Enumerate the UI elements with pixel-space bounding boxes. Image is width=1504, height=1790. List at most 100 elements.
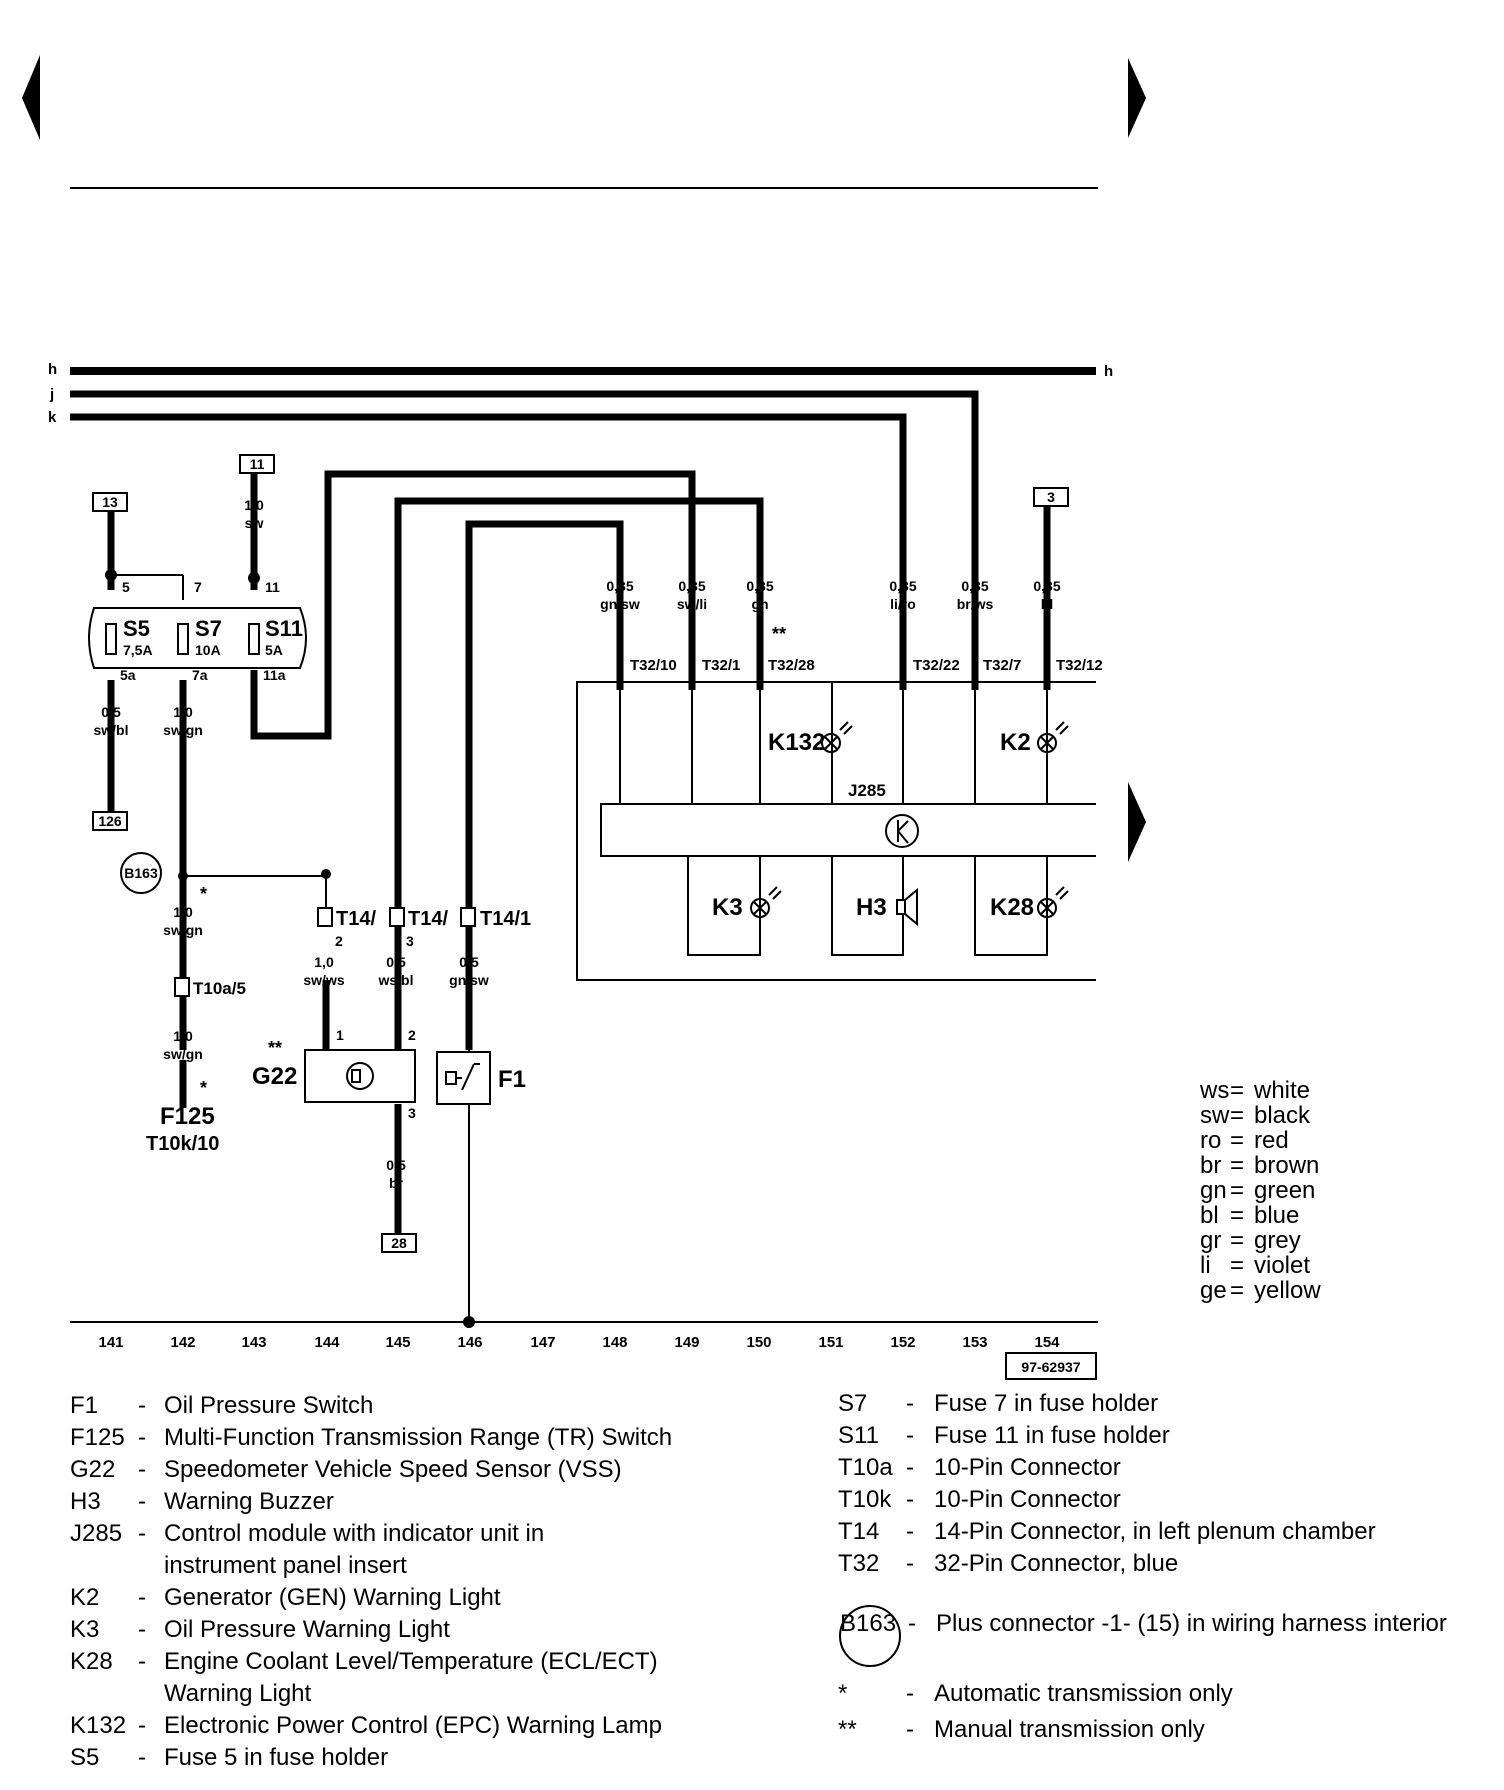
legend-dash: - — [906, 1680, 914, 1707]
equals-sign: = — [1230, 1102, 1245, 1129]
legend-dash: - — [906, 1550, 914, 1577]
legend-dash: - — [906, 1486, 914, 1513]
color-name: red — [1254, 1127, 1289, 1154]
legend-desc: Oil Pressure Warning Light — [164, 1616, 450, 1643]
t14-1-wire-color: gn/sw — [449, 972, 489, 988]
j285-pin-2: T32/1 — [702, 657, 740, 674]
fuse-s5-pin-out: 5a — [120, 667, 136, 683]
t10a-label: T10a/5 — [193, 979, 246, 998]
legend-code: G22 — [70, 1456, 116, 1483]
j285-wire-4-color: li/ro — [890, 596, 916, 612]
legend-desc: 10-Pin Connector — [934, 1454, 1121, 1481]
j285-wire-4-size: 0,35 — [889, 578, 916, 594]
legend-row: S7-Fuse 7 in fuse holder — [838, 1388, 1447, 1420]
bus-lines — [70, 367, 1096, 690]
j285-wire-1-size: 0,35 — [606, 578, 633, 594]
k132-lamp-icon — [821, 721, 853, 753]
terminal-13-label: 13 — [102, 494, 118, 510]
f125-label: F125 — [160, 1103, 215, 1130]
k3-label: K3 — [712, 894, 743, 921]
color-code-row: gr=grey — [1200, 1228, 1321, 1253]
figure-id: 97-62937 — [1021, 1359, 1080, 1375]
component-legend-right: S7-Fuse 7 in fuse holder S11-Fuse 11 in … — [838, 1388, 1447, 1746]
j285-wire-2-color: sw/li — [677, 596, 707, 612]
terminal-3-label: 3 — [1047, 489, 1055, 505]
legend-code — [70, 1678, 138, 1710]
j285-wire-6-size: 0,35 — [1033, 578, 1060, 594]
next-page-arrow-icon[interactable] — [1128, 58, 1146, 138]
k2-label: K2 — [1000, 729, 1031, 756]
legend-dash: - — [906, 1518, 914, 1545]
legend-code: T10k — [838, 1486, 892, 1513]
t14-2-pin: 2 — [335, 933, 343, 949]
legend-dash: - — [138, 1648, 146, 1675]
legend-row: F1-Oil Pressure Switch — [70, 1390, 672, 1422]
wire-b163-size: 1,0 — [173, 904, 193, 920]
b163-auto-marker: * — [200, 884, 207, 904]
track-154: 154 — [1034, 1334, 1060, 1351]
legend-row: J285-Control module with indicator unit … — [70, 1518, 672, 1550]
previous-page-arrow-icon[interactable] — [22, 55, 40, 140]
legend-code: T32 — [838, 1550, 880, 1577]
legend-row: K132-Electronic Power Control (EPC) Warn… — [70, 1710, 672, 1742]
legend-row-dstar: **-Manual transmission only — [838, 1714, 1447, 1746]
figure-id-box — [1005, 1352, 1097, 1380]
legend-b163-icon — [839, 1605, 901, 1667]
color-code-row: gn=green — [1200, 1178, 1321, 1203]
fuse-s5-rating: 7,5A — [123, 642, 153, 658]
legend-code: K2 — [70, 1584, 100, 1611]
legend-dash: - — [138, 1744, 146, 1771]
track-143: 143 — [241, 1334, 266, 1351]
k28-label: K28 — [990, 894, 1034, 921]
t14-2-wire-color: sw/ws — [303, 972, 344, 988]
track-149: 149 — [674, 1334, 699, 1351]
f1-switch — [436, 1051, 491, 1105]
k3-lamp-icon — [750, 886, 782, 918]
fuse-s5-name: S5 — [123, 616, 150, 641]
legend-row-b163: B163-Plus connector -1- (15) in wiring h… — [838, 1608, 1447, 1640]
color-abbr: sw — [1200, 1102, 1230, 1129]
j285-pin-4: T32/22 — [913, 657, 960, 674]
legend-code: K3 — [70, 1616, 100, 1643]
b163-connector-icon — [120, 852, 162, 894]
j285-module — [576, 681, 1096, 981]
legend-code: S5 — [70, 1744, 100, 1771]
j285-pin-3: T32/28 — [768, 657, 815, 674]
fuse-holder — [88, 607, 307, 669]
j285-wire-3-color: gn — [751, 596, 768, 612]
transistor-icon — [885, 814, 919, 848]
color-code-key: ws=white sw=black ro=red br=brown gn=gre… — [1200, 1078, 1321, 1303]
legend-code: T10a — [838, 1454, 893, 1481]
color-name: brown — [1254, 1152, 1320, 1179]
fuse-s11-pin-in: 11 — [265, 579, 280, 595]
j285-pin-6: T32/12 — [1056, 657, 1103, 674]
track-148: 148 — [602, 1334, 627, 1351]
h3-label: H3 — [856, 894, 887, 921]
continue-arrow-icon[interactable] — [1128, 782, 1146, 862]
legend-code: * — [838, 1680, 848, 1707]
j285-label: J285 — [848, 781, 886, 800]
color-abbr: gr — [1200, 1227, 1222, 1254]
k132-manual-marker: ** — [772, 624, 786, 644]
legend-row: F125-Multi-Function Transmission Range (… — [70, 1422, 672, 1454]
fuse-s11-rating: 5A — [265, 642, 283, 658]
track-151: 151 — [818, 1334, 843, 1351]
legend-row: K28-Engine Coolant Level/Temperature (EC… — [70, 1646, 672, 1678]
t10k-label: T10k/10 — [146, 1133, 219, 1155]
legend-row: T10a-10-Pin Connector — [838, 1452, 1447, 1484]
legend-desc: Multi-Function Transmission Range (TR) S… — [164, 1424, 673, 1451]
legend-row: K3-Oil Pressure Warning Light — [70, 1614, 672, 1646]
color-name: violet — [1254, 1252, 1311, 1279]
terminal-126 — [92, 811, 128, 831]
legend-dash: - — [138, 1392, 146, 1419]
color-abbr: ro — [1200, 1127, 1222, 1154]
track-144: 144 — [314, 1334, 340, 1351]
equals-sign: = — [1230, 1152, 1245, 1179]
legend-row: Warning Light — [70, 1678, 672, 1710]
legend-desc: Generator (GEN) Warning Light — [164, 1584, 501, 1611]
junction-dots — [105, 569, 475, 1328]
k2-lamp-icon — [1037, 721, 1069, 753]
wire-b163-color: sw/gn — [163, 922, 203, 938]
wire-7a-color: sw/gn — [163, 722, 203, 738]
j285-wire-1-color: gn/sw — [600, 596, 640, 612]
